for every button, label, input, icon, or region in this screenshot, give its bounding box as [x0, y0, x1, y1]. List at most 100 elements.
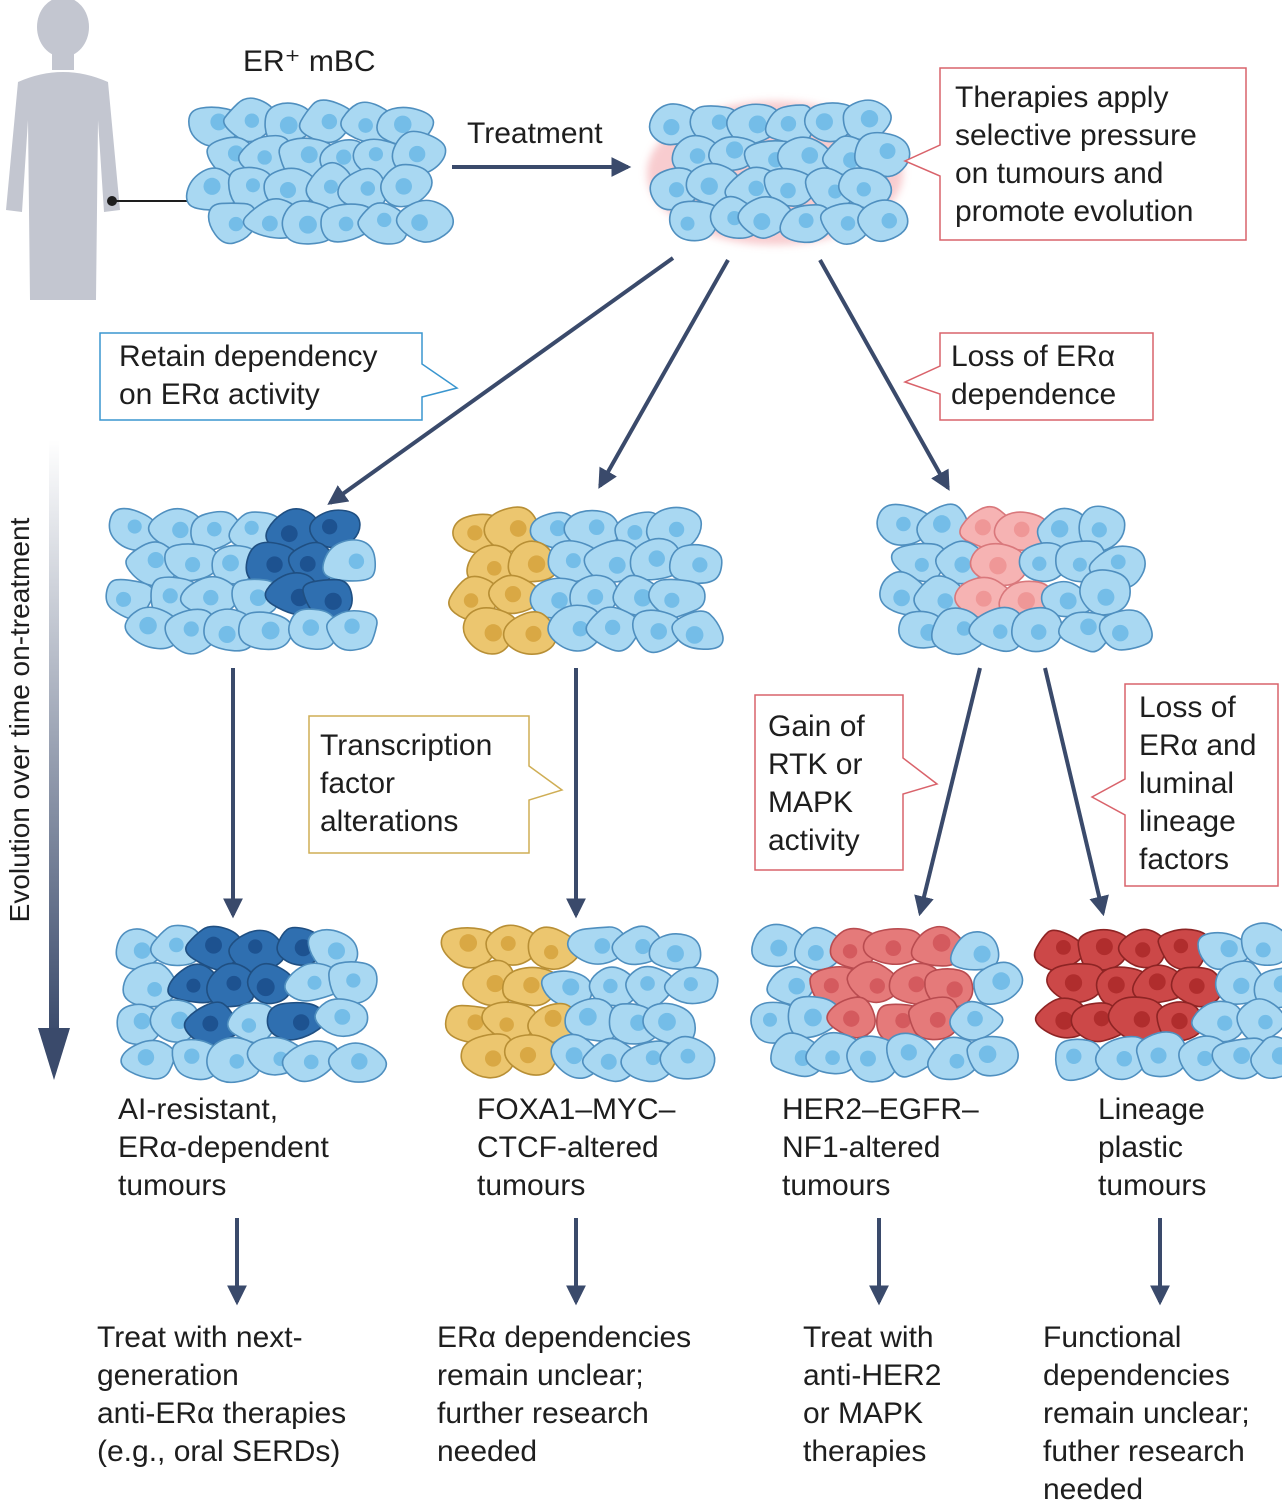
tf-alterations-callout	[308, 715, 564, 854]
cell-nucleus	[973, 945, 991, 963]
cell-nucleus	[603, 978, 618, 994]
cell-nucleus	[137, 1049, 155, 1066]
cell-nucleus	[1217, 1015, 1233, 1031]
cell-nucleus	[1255, 942, 1271, 958]
cell-nucleus	[279, 116, 298, 135]
cell-nucleus	[932, 934, 951, 952]
cell-nucleus	[248, 939, 263, 954]
cell-nucleus	[762, 1012, 778, 1027]
cell-nucleus	[753, 213, 771, 231]
cell-nucleus	[222, 554, 239, 572]
cell-nucleus	[348, 553, 365, 569]
cell-nucleus	[658, 1012, 676, 1031]
cell-nucleus	[689, 148, 706, 164]
cell-nucleus	[408, 145, 426, 163]
cell-nucleus	[587, 589, 604, 605]
cell-nucleus	[463, 593, 479, 608]
loss-er-dependence-text: Loss of ERα dependence	[951, 340, 1117, 411]
loss-er-luminal-text: Loss of ERα and luminal lineage factors	[1139, 691, 1257, 876]
outcome-1-label: AI-resistant, ERα-dependent tumours	[118, 1093, 329, 1202]
branch-arrow-left	[327, 256, 675, 505]
branch-arrow-middle	[598, 259, 730, 489]
cell-nucleus	[604, 619, 621, 636]
cell-nucleus	[467, 1014, 484, 1031]
cell-nucleus	[1188, 978, 1205, 994]
cell-nucleus	[1097, 588, 1115, 606]
cell-nucleus	[395, 178, 412, 195]
cell-nucleus	[648, 550, 665, 567]
cell-nucleus	[183, 621, 199, 637]
cell-nucleus	[486, 974, 504, 993]
cell-nucleus	[978, 1045, 997, 1064]
tumour-lineage-plastic	[1033, 922, 1282, 1082]
cell-nucleus	[519, 1046, 537, 1064]
cell-nucleus	[280, 525, 298, 543]
cell-nucleus	[202, 1015, 219, 1032]
cell-nucleus	[565, 553, 581, 569]
cell-nucleus	[162, 588, 178, 604]
cell-nucleus	[748, 115, 767, 134]
cell-nucleus	[1273, 975, 1282, 993]
er-mbc-label: ER⁺ mBC	[243, 45, 376, 78]
cell-nucleus	[261, 621, 280, 640]
cell-nucleus	[334, 1008, 351, 1025]
cell-nucleus	[900, 1044, 917, 1061]
cell-nucleus	[377, 212, 392, 228]
cell-nucleus	[544, 945, 559, 960]
cell-nucleus	[588, 519, 605, 535]
cell-nucleus	[807, 944, 824, 961]
cell-nucleus	[351, 1053, 368, 1070]
tf-alterations-text: Transcription factor alterations	[320, 729, 493, 838]
tumour-cell	[1253, 967, 1282, 1009]
retain-dependency-callout	[99, 332, 459, 421]
cell-nucleus	[185, 557, 201, 573]
outcome-2-label: FOXA1–MYC– CTCF-altered tumours	[477, 1093, 676, 1202]
cell-nucleus	[504, 586, 522, 603]
cell-nucleus	[294, 939, 312, 957]
cell-nucleus	[1072, 557, 1087, 572]
cell-nucleus	[499, 1017, 514, 1032]
cell-nucleus	[344, 618, 360, 634]
cell-nucleus	[523, 977, 540, 994]
cell-nucleus	[1093, 1010, 1110, 1027]
cell-nucleus	[815, 113, 833, 131]
cell-nucleus	[133, 942, 151, 959]
cell-nucleus	[860, 110, 879, 128]
cell-nucleus	[411, 214, 428, 231]
cell-nucleus	[358, 118, 373, 133]
cell-nucleus	[279, 182, 297, 199]
cell-nucleus	[368, 147, 384, 162]
cell-nucleus	[840, 216, 856, 231]
cell-nucleus	[229, 1054, 245, 1069]
cell-nucleus	[257, 150, 272, 165]
cell-nucleus	[1220, 939, 1238, 958]
branch-arrow-right	[818, 259, 950, 491]
cell-nucleus	[562, 978, 580, 996]
therapy-4-text: Functional dependencies remain unclear; …	[1043, 1321, 1250, 1506]
cell-nucleus	[974, 519, 991, 536]
cell-nucleus	[1080, 618, 1097, 636]
evolution-axis-label: Evolution over time on-treatment	[4, 517, 35, 923]
outcome-4-label: Lineage plastic tumours	[1098, 1093, 1207, 1202]
cell-nucleus	[1066, 1048, 1082, 1064]
cell-nucleus	[147, 552, 164, 569]
cell-nucleus	[1095, 938, 1113, 956]
therapy-1-text: Treat with next- generation anti-ERα the…	[97, 1321, 347, 1468]
cell-nucleus	[1059, 592, 1077, 610]
cell-nucleus	[856, 182, 871, 197]
cell-nucleus	[1017, 592, 1035, 610]
cell-nucleus	[1197, 1050, 1213, 1067]
cell-nucleus	[664, 592, 680, 608]
cell-nucleus	[967, 1010, 983, 1027]
cell-nucleus	[509, 520, 527, 537]
cell-nucleus	[627, 524, 643, 540]
cell-nucleus	[650, 623, 667, 640]
arrow-col4-down	[1043, 667, 1109, 917]
cell-nucleus	[700, 177, 718, 195]
selective-pressure-callout	[903, 67, 1247, 241]
cell-nucleus	[594, 938, 611, 954]
gain-rtk-text: Gain of RTK or MAPK activity	[768, 710, 865, 857]
cell-nucleus	[1150, 1047, 1167, 1064]
tumour-cell	[1250, 1035, 1282, 1080]
